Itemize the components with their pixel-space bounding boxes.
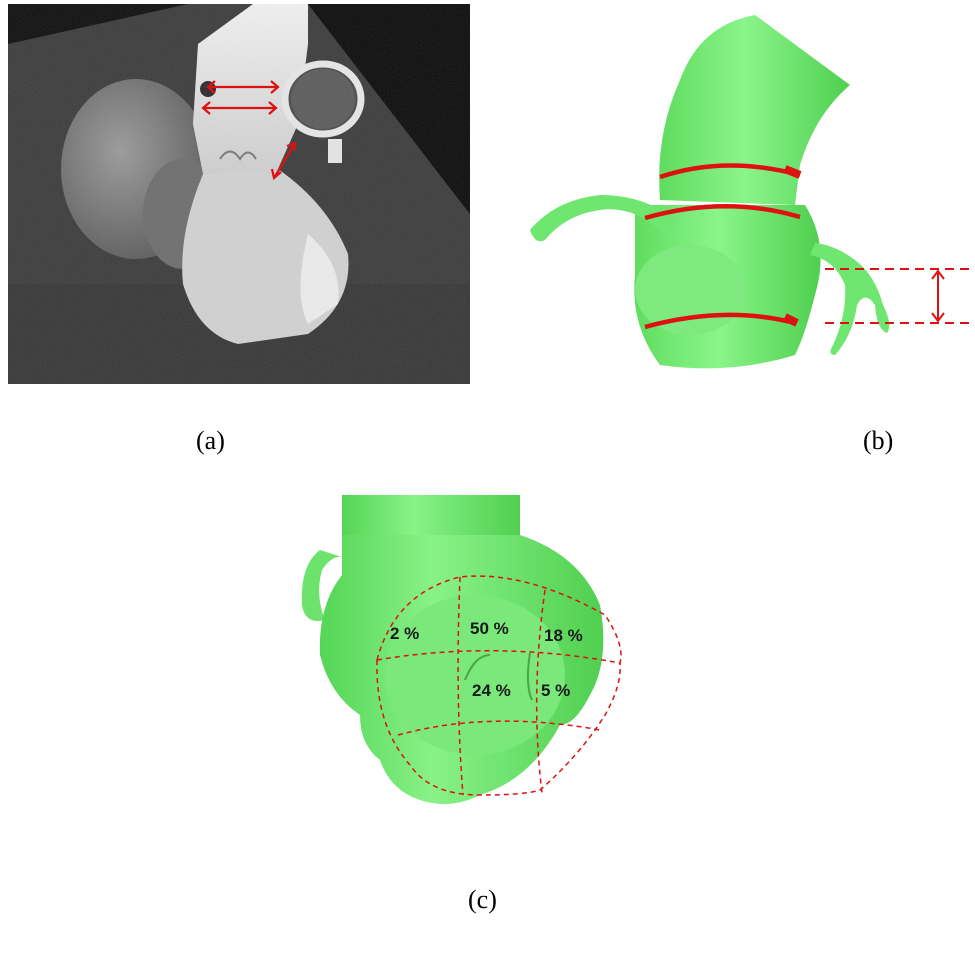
ct-scan-graphic	[8, 4, 470, 384]
segment-label-50: 50 %	[470, 619, 509, 638]
aortic-root-model	[530, 15, 975, 369]
offset-indicator	[825, 268, 975, 324]
segment-label-24: 24 %	[472, 681, 511, 700]
segmented-root-model: 2 % 50 % 18 % 24 % 5 %	[301, 495, 622, 804]
measurement-planes	[644, 163, 802, 330]
panel-a-ct-image	[8, 4, 470, 384]
segment-grid	[376, 575, 622, 796]
measurement-arrows	[201, 80, 297, 181]
segment-label-5: 5 %	[541, 681, 570, 700]
caption-c: (c)	[468, 885, 497, 914]
panel-c-segment-map: 2 % 50 % 18 % 24 % 5 %	[280, 495, 680, 810]
caption-a: (a)	[196, 426, 225, 455]
segment-label-2: 2 %	[390, 624, 419, 643]
caption-b: (b)	[863, 426, 894, 455]
panel-b-3d-model	[515, 5, 975, 390]
segment-label-18: 18 %	[544, 626, 583, 645]
